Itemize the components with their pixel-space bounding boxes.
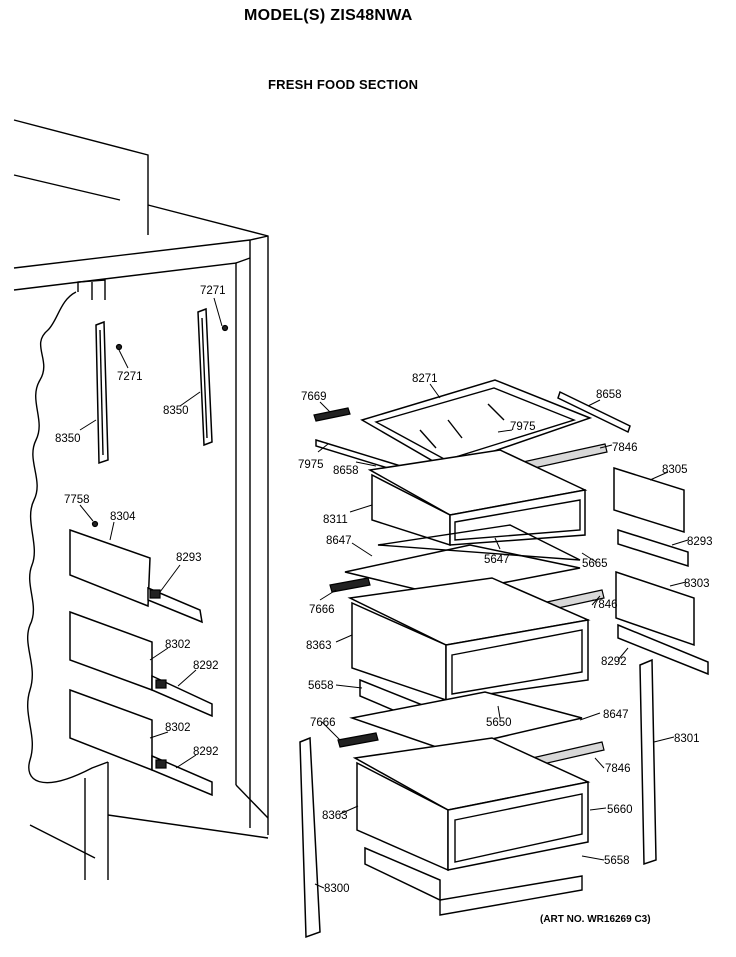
stile-8300 [299,736,321,939]
label-7846-bottom: 7846 [605,763,631,775]
rail-8658-top [557,390,631,434]
label-8304: 8304 [110,511,136,523]
cover-8647-lower [349,691,583,751]
panel-8303 [615,570,695,647]
panel-8302-upper [69,610,153,692]
shelf-rail-right [197,307,213,447]
clip-7669 [313,407,351,422]
label-5658-upper: 5658 [308,680,334,692]
label-8293-right: 8293 [687,536,713,548]
part-labels: 7271 7271 8350 8350 7758 8304 8293 8302 … [55,285,713,895]
label-8292-right: 8292 [601,656,627,668]
label-5665: 5665 [582,558,608,570]
slide-7666-upper [329,577,371,593]
bracket-8292-lower [151,754,213,797]
label-8305: 8305 [662,464,688,476]
label-8658-top: 8658 [596,389,622,401]
cover-8647-upper [344,544,581,596]
label-8350-right: 8350 [163,405,189,417]
drawer-8311 [367,449,588,547]
bracket-8292-right [617,623,709,676]
label-8658-lower: 8658 [333,465,359,477]
frame-5647 [377,524,581,561]
label-8271: 8271 [412,373,438,385]
panel-8304 [69,528,151,608]
label-8363-lower: 8363 [322,810,348,822]
label-5658-lower: 5658 [604,855,630,867]
section-title: FRESH FOOD SECTION [268,77,419,92]
screw-7271-right [221,324,229,332]
label-7975-glass: 7975 [510,421,536,433]
stile-8301 [639,658,657,866]
screw-7758 [91,520,99,528]
model-title: MODEL(S) ZIS48NWA [244,7,413,24]
label-8300: 8300 [324,883,350,895]
label-7669: 7669 [301,391,327,403]
art-number: (ART NO. WR16269 C3) [540,914,651,925]
label-7846-top: 7846 [612,442,638,454]
label-7666-lower: 7666 [310,717,336,729]
bracket-8293-left [147,586,203,624]
label-8303: 8303 [684,578,710,590]
label-8302-lower: 8302 [165,722,191,734]
label-7758: 7758 [64,494,90,506]
label-8647-lower: 8647 [603,709,629,721]
panel-8305 [613,466,685,534]
label-8302-upper: 8302 [165,639,191,651]
label-5660: 5660 [607,804,633,816]
label-8363-upper: 8363 [306,640,332,652]
bracket-8292-upper [151,674,213,718]
panel-8302-lower [69,688,153,772]
part-callouts [79,297,689,889]
cabinet-outline [13,119,269,880]
label-7846-mid: 7846 [592,599,618,611]
label-7666-upper: 7666 [309,604,335,616]
label-8292-lower: 8292 [193,746,219,758]
label-7271-right: 7271 [200,285,226,297]
label-7975-trim: 7975 [298,459,324,471]
slide-7666-lower [337,732,379,748]
bracket-8293-right [617,528,689,568]
drawer-8363-lower [352,737,591,872]
label-8293-left: 8293 [176,552,202,564]
drawer-8363-upper [347,577,591,702]
screw-7271-left [115,343,123,351]
label-5650: 5650 [486,717,512,729]
label-5647: 5647 [484,554,510,566]
label-8311: 8311 [323,514,348,526]
label-8647-upper: 8647 [326,535,352,547]
glass-shelf-8271 [360,379,593,469]
label-8350-left: 8350 [55,433,81,445]
label-8301: 8301 [674,733,700,745]
shelf-rail-left [95,320,109,465]
slide-5658-lower [364,846,583,916]
label-8292-upper: 8292 [193,660,219,672]
label-7271-left: 7271 [117,371,143,383]
